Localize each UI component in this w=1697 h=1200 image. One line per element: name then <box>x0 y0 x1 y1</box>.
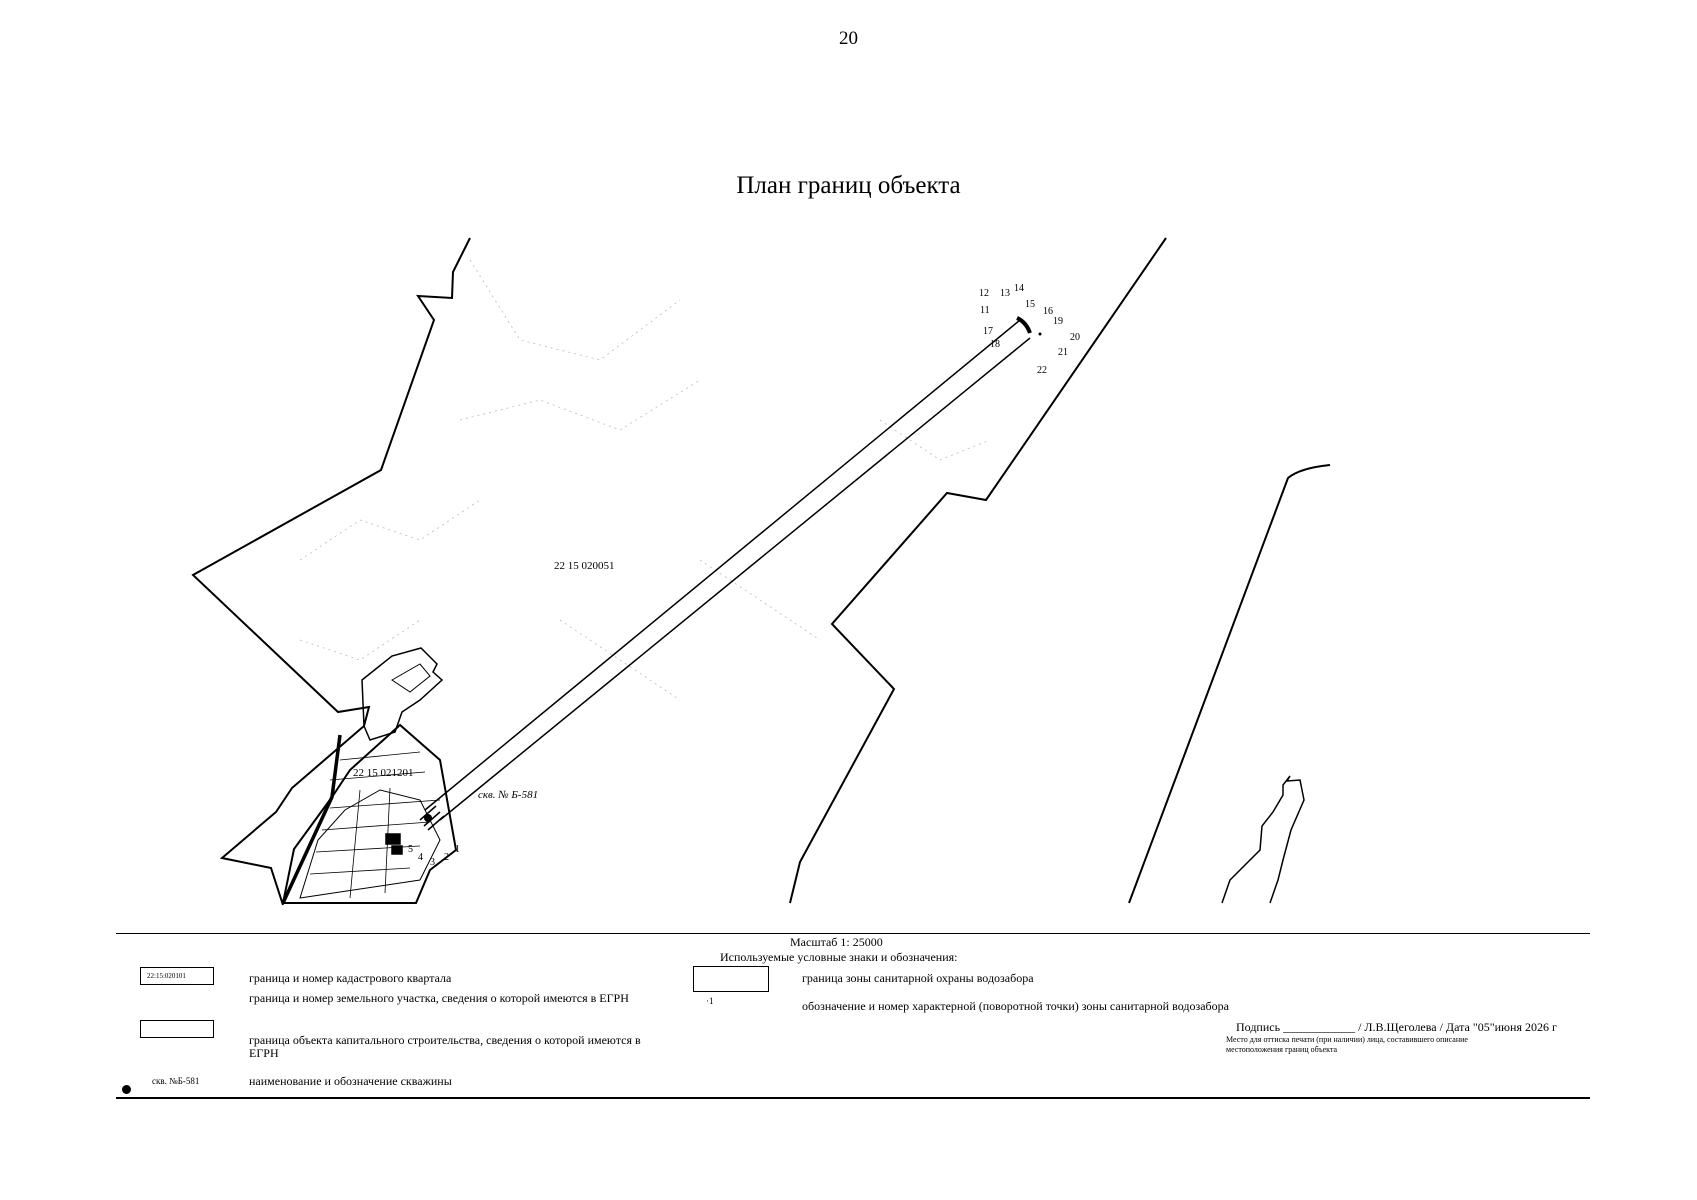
sanitary-zone-corridor-lower <box>439 337 1031 821</box>
legend-sample-well: скв. №Б-581 <box>152 1076 200 1086</box>
zone-point-marker <box>1038 332 1042 336</box>
sanitary-zone-corridor-upper <box>424 319 1021 811</box>
point-label: 19 <box>1053 316 1063 327</box>
point-label: 15 <box>1025 299 1035 310</box>
point-label: 21 <box>1058 347 1068 358</box>
legend-text-quarter: граница и номер кадастрового квартала <box>249 971 452 985</box>
background-texture <box>299 259 991 701</box>
lake-outline <box>1221 775 1305 904</box>
point-label: 14 <box>1014 283 1024 294</box>
legend-sample-point: ·1 <box>706 996 714 1006</box>
point-label: 1 <box>455 844 460 855</box>
sanitary-zone-end-cap <box>1016 316 1032 334</box>
top-parcels <box>361 647 444 741</box>
point-label: 20 <box>1070 332 1080 343</box>
quarter-label-small: 22 15 021201 <box>353 767 414 779</box>
point-label: 2 <box>444 852 449 863</box>
well-label: скв. № Б-581 <box>478 789 538 801</box>
legend-bottom-rule <box>116 1097 1590 1099</box>
well-marker <box>424 814 432 822</box>
point-label: 11 <box>980 305 990 316</box>
point-label: 22 <box>1037 365 1047 376</box>
legend-top-rule <box>116 933 1590 934</box>
point-label: 4 <box>418 852 423 863</box>
map-title: План границ объекта <box>736 172 961 199</box>
quarter-boundary-right <box>789 237 1167 904</box>
legend-text-well: наименование и обозначение скважины <box>249 1074 452 1088</box>
settlement-inner <box>299 789 441 899</box>
point-label: 17 <box>983 326 993 337</box>
point-label: 5 <box>408 844 413 855</box>
point-label: 18 <box>990 339 1000 350</box>
quarter-label-main: 22 15 020051 <box>554 560 615 572</box>
legend-text-sanitary-zone: граница зоны санитарной охраны водозабор… <box>802 971 1034 985</box>
legend-sample-quarter-text: 22:15:020101 <box>147 972 186 980</box>
settlement-thick-edge <box>281 734 342 904</box>
legend-well-dot <box>122 1085 131 1094</box>
river-line <box>1128 464 1331 904</box>
page-number: 20 <box>839 28 858 49</box>
point-label: 3 <box>430 857 435 868</box>
point-label: 12 <box>979 288 989 299</box>
quarter-boundary-left <box>191 237 471 906</box>
legend-text-land-plot: граница и номер земельного участка, свед… <box>249 991 629 1005</box>
legend-sample-quarter: 22:15:020101 <box>140 967 214 985</box>
legend-text-building: граница объекта капитального строительст… <box>249 1033 641 1060</box>
scale-label: Масштаб 1: 25000 <box>790 935 883 949</box>
point-labels: 1 2 3 4 5 11 12 13 14 15 16 17 18 19 20 … <box>408 283 1080 868</box>
signature-note: Место для оттиска печати (при наличии) л… <box>1226 1035 1468 1054</box>
signature-line: Подпись ____________ / Л.В.Щеголева / Да… <box>1236 1020 1557 1034</box>
well-cluster <box>385 805 445 855</box>
legend-heading: Используемые условные знаки и обозначени… <box>720 950 958 964</box>
legend-sample-sanitary-zone <box>693 966 769 992</box>
legend-sample-building <box>140 1020 214 1038</box>
point-label: 16 <box>1043 306 1053 317</box>
point-label: 13 <box>1000 288 1010 299</box>
legend-text-point: обозначение и номер характерной (поворот… <box>802 999 1229 1013</box>
settlement-parcel <box>281 723 458 904</box>
